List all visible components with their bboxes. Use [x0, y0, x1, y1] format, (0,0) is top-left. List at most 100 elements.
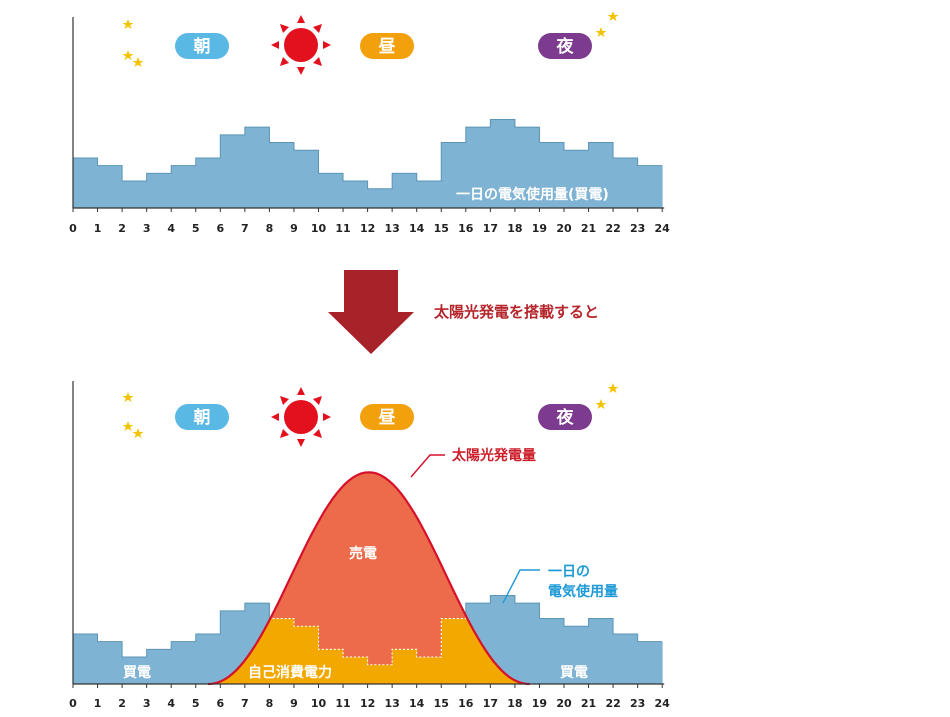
- usage-bar: [195, 633, 221, 684]
- usage-bar: [146, 173, 172, 208]
- night-label: 夜: [556, 407, 575, 428]
- x-tick-label: 1: [94, 222, 102, 235]
- night-pill: 夜: [538, 33, 592, 59]
- crescent-moon-icon: [97, 401, 113, 433]
- usage-bar: [637, 165, 663, 208]
- self-consumption-bar: [441, 618, 467, 684]
- noon-label: 昼: [379, 408, 396, 428]
- sun-icon: [271, 15, 331, 75]
- morning-pill: 朝: [175, 404, 229, 430]
- x-tick-label: 2: [118, 222, 126, 235]
- star-icon: [122, 392, 144, 438]
- noon-pill: 昼: [360, 404, 414, 430]
- x-tick-label: 17: [483, 697, 498, 710]
- self-consumption-bar: [269, 618, 295, 684]
- x-tick-label: 0: [69, 222, 77, 235]
- usage-bar: [588, 142, 614, 208]
- usage-bar: [97, 165, 123, 208]
- x-tick-label: 10: [311, 222, 327, 235]
- usage-bar: [73, 157, 98, 208]
- crescent-moon-icon: [622, 401, 638, 433]
- x-tick-label: 4: [167, 697, 175, 710]
- usage-bar: [220, 134, 246, 208]
- x-tick-label: 17: [483, 222, 498, 235]
- buy-label-left: 買電: [123, 664, 151, 681]
- x-tick-label: 6: [216, 697, 224, 710]
- x-tick-label: 5: [192, 697, 200, 710]
- x-tick-label: 7: [241, 697, 249, 710]
- x-tick-label: 21: [581, 697, 596, 710]
- x-tick-label: 18: [507, 222, 522, 235]
- x-tick-label: 11: [335, 222, 350, 235]
- x-tick-label: 24: [655, 697, 671, 710]
- sell-label: 売電: [349, 545, 377, 562]
- self-consumption-outline: [208, 594, 530, 666]
- x-tick-label: 12: [360, 222, 375, 235]
- usage-label-line1: 一日の: [548, 564, 590, 580]
- x-tick-label: 23: [630, 697, 645, 710]
- bottom-panel: 朝 昼 夜: [69, 381, 670, 710]
- crescent-moon-icon: [622, 29, 638, 61]
- usage-bar: [637, 641, 663, 684]
- x-tick-label: 20: [556, 222, 572, 235]
- x-tick-label: 13: [384, 222, 399, 235]
- x-tick-label: 1: [94, 697, 102, 710]
- noon-pill: 昼: [360, 33, 414, 59]
- x-tick-label: 12: [360, 697, 375, 710]
- x-tick-label: 13: [384, 697, 399, 710]
- self-consumption-bar: [318, 649, 344, 684]
- x-tick-label: 6: [216, 222, 224, 235]
- x-tick-label: 21: [581, 222, 596, 235]
- usage-bar: [465, 127, 491, 208]
- usage-area: [73, 118, 663, 208]
- usage-series-label: 一日の電気使用量(買電): [456, 186, 609, 203]
- night-pill: 夜: [538, 404, 592, 430]
- usage-bar: [588, 618, 614, 684]
- x-tick-label: 4: [167, 222, 175, 235]
- star-icon: [595, 383, 619, 409]
- usage-outline: [73, 118, 663, 190]
- usage-bar: [613, 633, 639, 684]
- transition-caption: 太陽光発電を搭載すると: [434, 303, 599, 321]
- x-tick-label: 3: [143, 697, 151, 710]
- x-tick-label: 20: [556, 697, 572, 710]
- x-tick-label: 22: [605, 697, 620, 710]
- usage-bar: [244, 127, 270, 208]
- usage-bar: [171, 165, 197, 208]
- self-consumption-bar: [367, 664, 393, 684]
- buy-label-right: 買電: [560, 664, 588, 681]
- usage-bar: [73, 633, 98, 684]
- star-icon: [122, 19, 144, 67]
- usage-bar: [539, 142, 565, 208]
- usage-bar: [195, 157, 221, 208]
- x-tick-label: 3: [143, 222, 151, 235]
- usage-bar: [122, 657, 148, 684]
- usage-bar: [343, 181, 368, 208]
- usage-bar: [564, 150, 589, 208]
- x-tick-label: 2: [118, 697, 126, 710]
- x-tick-label: 14: [409, 222, 425, 235]
- morning-label: 朝: [194, 407, 211, 428]
- morning-pill: 朝: [175, 33, 229, 59]
- crescent-moon-icon: [97, 29, 113, 61]
- x-tick-label: 16: [458, 222, 474, 235]
- morning-label: 朝: [194, 36, 211, 57]
- usage-bar: [539, 618, 565, 684]
- usage-bar: [367, 188, 393, 208]
- usage-bar: [514, 127, 540, 208]
- usage-bar: [146, 649, 172, 684]
- x-tick-label: 8: [266, 222, 274, 235]
- down-arrow-icon: [328, 270, 414, 354]
- solar-label: 太陽光発電量: [452, 447, 536, 464]
- sun-icon: [271, 387, 331, 447]
- usage-bar: [171, 641, 197, 684]
- x-tick-label: 19: [532, 697, 547, 710]
- noon-label: 昼: [379, 37, 396, 57]
- top-panel: 朝 昼 夜 一日の電気使用量(: [69, 11, 670, 235]
- usage-bar: [564, 626, 589, 684]
- x-tick-label: 9: [290, 697, 298, 710]
- usage-leader-line: [502, 569, 540, 604]
- x-tick-label: 23: [630, 222, 645, 235]
